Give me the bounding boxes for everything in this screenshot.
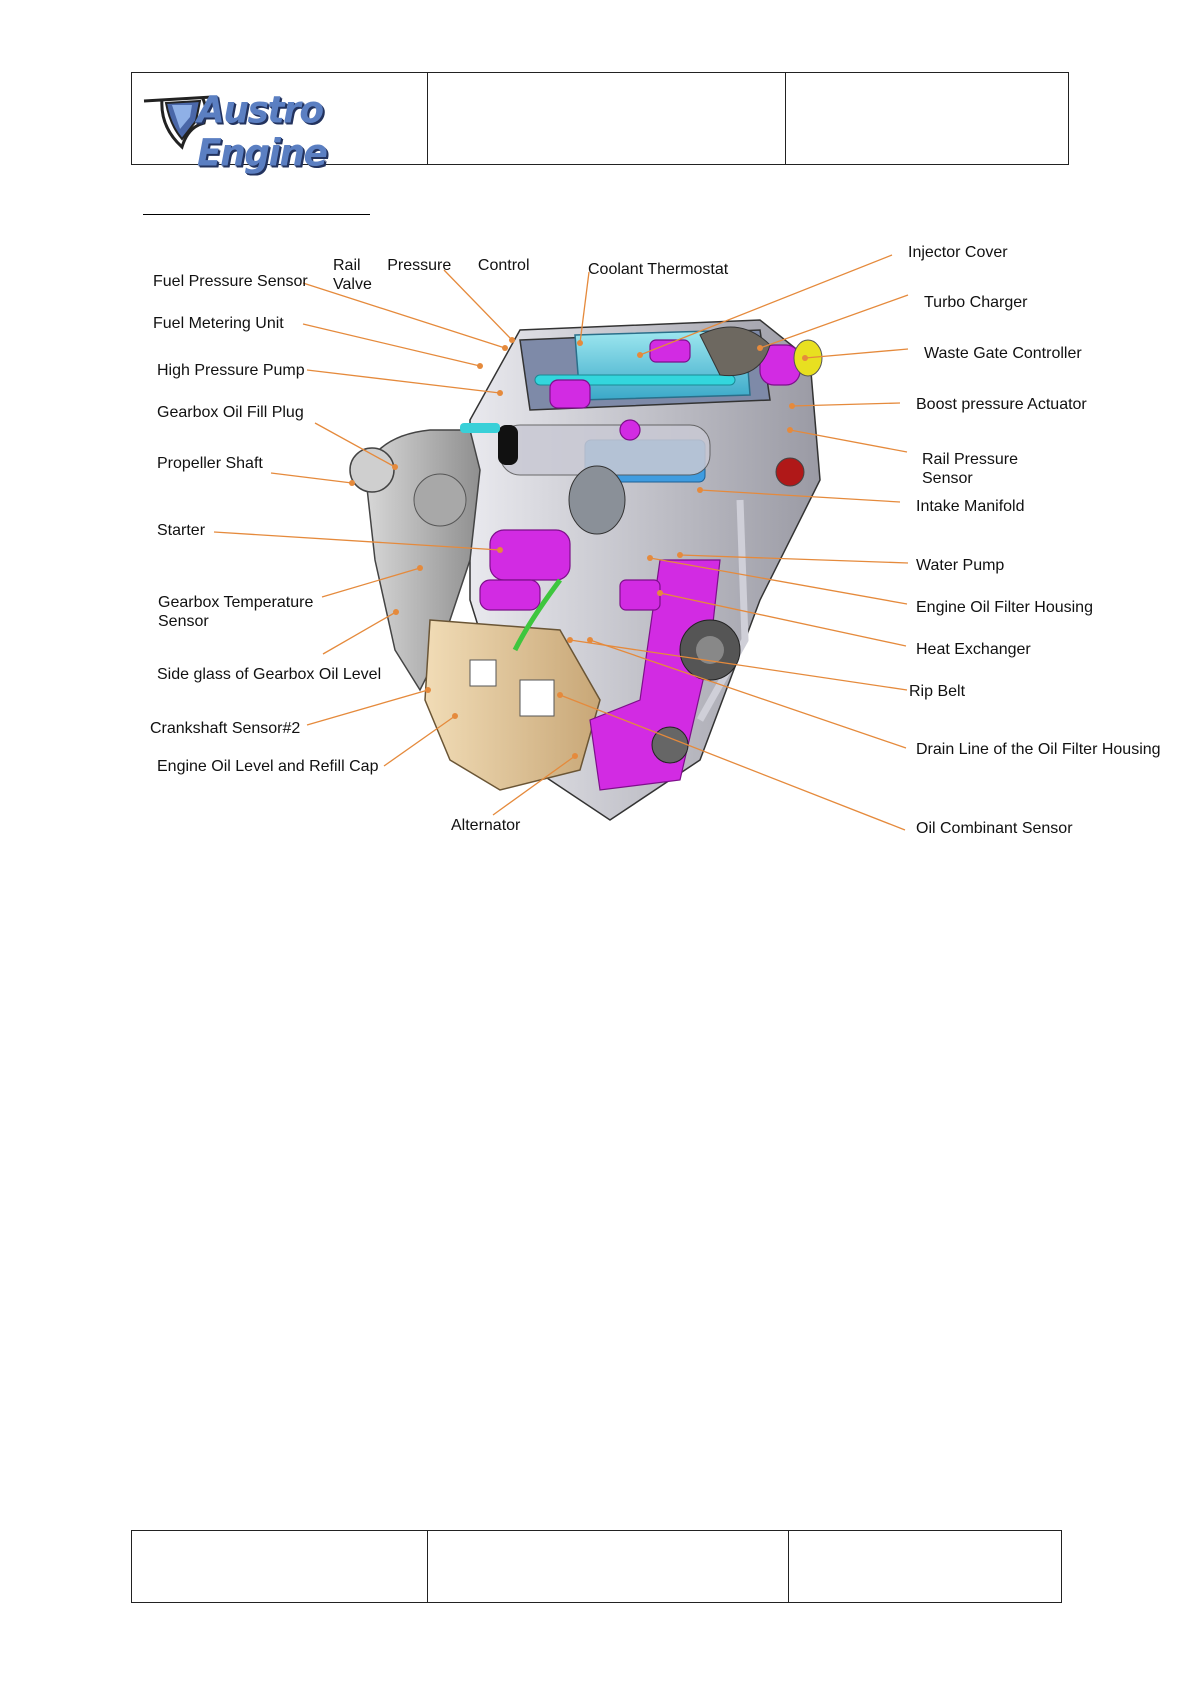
label-oil-combinant-sensor: Oil Combinant Sensor	[916, 820, 1073, 837]
label-fuel-metering-unit: Fuel Metering Unit	[153, 315, 284, 332]
footer-middle-cell	[428, 1531, 789, 1602]
label-gearbox-oil-fill-plug: Gearbox Oil Fill Plug	[157, 404, 304, 421]
coolant-pipe	[696, 499, 749, 722]
oil-pan	[424, 619, 601, 791]
header-middle-cell	[428, 73, 786, 164]
rail-pressure-sensor-part	[775, 457, 805, 487]
label-alternator: Alternator	[451, 817, 521, 834]
label-side-glass-gearbox-oil-level: Side glass of Gearbox Oil Level	[157, 666, 382, 683]
label-gearbox-temperature-sensor: Gearbox Temperature Sensor	[158, 594, 314, 630]
label-high-pressure-pump: High Pressure Pump	[157, 362, 305, 379]
footer-right-cell	[789, 1531, 1061, 1602]
label-engine-oil-filter-housing: Engine Oil Filter Housing	[916, 599, 1093, 616]
section-title-underline	[143, 214, 370, 215]
label-water-pump: Water Pump	[916, 557, 1005, 574]
header-logo-cell: Austro Engine	[132, 73, 428, 175]
label-crankshaft-sensor-2: Crankshaft Sensor#2	[150, 720, 301, 737]
starter-part	[489, 529, 571, 581]
label-starter: Starter	[157, 522, 206, 539]
leader-lines	[213, 254, 909, 831]
label-rail-pressure-control-valve: Rail Pressure Control Valve	[333, 257, 530, 293]
document-footer-table	[131, 1530, 1062, 1603]
label-rip-belt: Rip Belt	[909, 683, 966, 700]
label-drain-line-oil-filter-housing: Drain Line of the Oil Filter Housing	[916, 741, 1161, 758]
label-intake-manifold: Intake Manifold	[916, 498, 1025, 515]
label-waste-gate-controller: Waste Gate Controller	[924, 345, 1082, 362]
green-hose	[512, 578, 563, 652]
document-header-table: Austro Engine	[131, 72, 1069, 175]
label-boost-pressure-actuator: Boost pressure Actuator	[916, 396, 1087, 413]
label-rail-pressure-sensor: Rail Pressure Sensor	[922, 451, 1019, 487]
footer-left-cell	[132, 1531, 428, 1602]
logo-wordmark: Austro Engine	[197, 88, 328, 176]
label-heat-exchanger: Heat Exchanger	[916, 641, 1031, 658]
austro-engine-logo	[143, 95, 213, 150]
label-engine-oil-level-refill-cap: Engine Oil Level and Refill Cap	[157, 758, 379, 775]
belt-drive-cover	[589, 559, 721, 791]
label-fuel-pressure-sensor: Fuel Pressure Sensor	[153, 273, 308, 290]
label-injector-cover: Injector Cover	[908, 244, 1008, 261]
leader-arrowheads	[349, 337, 808, 759]
label-coolant-thermostat: Coolant Thermostat	[588, 261, 729, 278]
highlighted-components	[479, 339, 801, 791]
label-propeller-shaft: Propeller Shaft	[157, 455, 263, 472]
label-turbo-charger: Turbo Charger	[924, 294, 1028, 311]
propeller-flange	[349, 447, 395, 493]
engine-component-diagram	[213, 254, 909, 831]
